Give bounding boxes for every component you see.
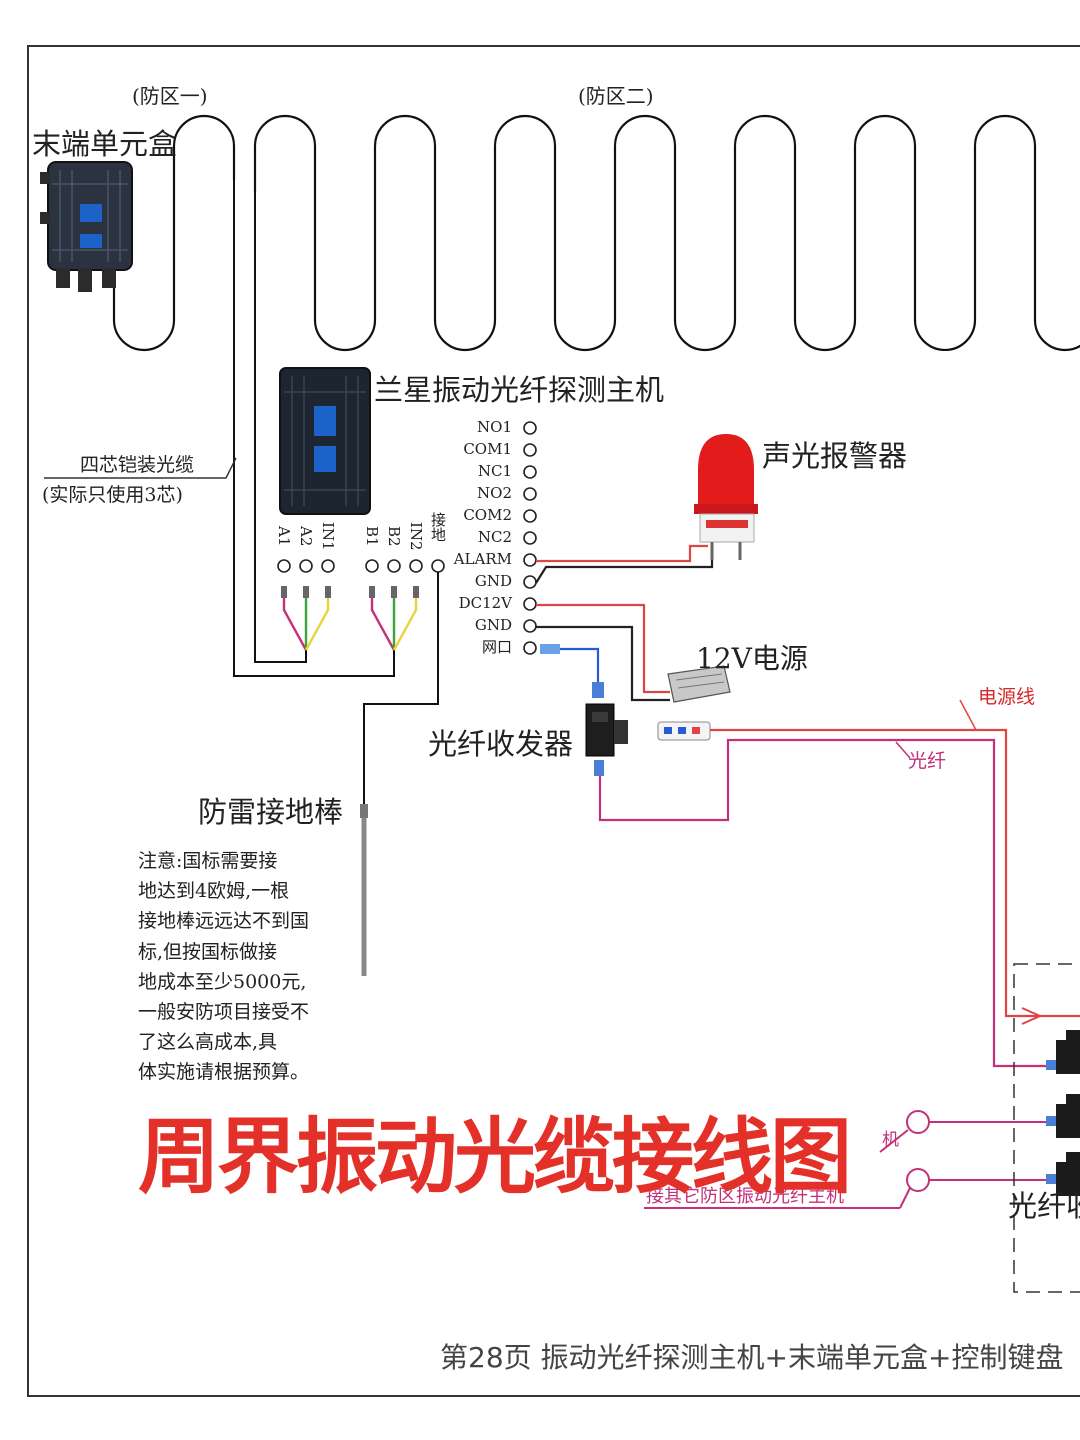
terminal-ground-label: 接地 xyxy=(429,512,447,542)
notice-line: 地成本至少5000元, xyxy=(138,970,307,993)
fiber-label-leader xyxy=(895,741,911,759)
terminal-a2-label: A2 xyxy=(297,526,315,547)
terminal-b2-label: B2 xyxy=(385,526,403,547)
notice-line: 一般安防项目接受不 xyxy=(138,1001,310,1024)
right-terminal-circle xyxy=(523,509,537,523)
host-suffix-label: 机 xyxy=(882,1130,899,1150)
rack-transceivers xyxy=(1056,1030,1080,1196)
rj45-plug-2 xyxy=(592,682,604,698)
right-terminal-label: 网口 xyxy=(481,638,512,656)
right-terminal-label: DC12V xyxy=(458,594,512,612)
lead-plugs xyxy=(281,586,419,598)
right-terminal-label: NO1 xyxy=(477,418,512,436)
right-terminal-label: NC2 xyxy=(477,528,512,546)
other-zone-label: 接其它防区振动光纤主机 xyxy=(646,1186,844,1207)
bottom-terminals xyxy=(277,559,445,573)
power-line xyxy=(710,728,1080,1018)
diagram-title: 周界振动光缆接线图 xyxy=(138,1110,852,1205)
right-terminal-label: ALARM xyxy=(453,550,512,568)
dc12v-wire xyxy=(536,603,670,694)
alarm-signal-wire xyxy=(536,544,708,563)
other-zone-links xyxy=(644,1110,1060,1209)
grounding-notice: 注意:国标需要接 地达到4欧姆,一根 接地棒远远达不到国 标,但按国标做接 地成… xyxy=(138,846,358,1088)
fiber-transceiver-image xyxy=(585,703,628,776)
right-terminal-label: COM2 xyxy=(463,506,512,524)
right-terminal-circle xyxy=(523,421,537,435)
ground-wire xyxy=(363,572,439,806)
notice-line: 接地棒远远达不到国 xyxy=(138,910,310,933)
right-terminal-circle xyxy=(523,531,537,545)
right-terminal-circle xyxy=(523,597,537,611)
notice-line: 地达到4欧姆,一根 xyxy=(138,880,290,903)
fiber-sensor-loop xyxy=(112,114,1080,352)
terminal-in2-label: IN2 xyxy=(407,522,425,551)
right-terminal-circle xyxy=(523,443,537,457)
terminal-b1-label: B1 xyxy=(363,526,381,547)
psu-gnd-wire xyxy=(536,625,670,702)
right-terminal-label: GND xyxy=(474,616,512,634)
psu-image xyxy=(667,665,731,703)
end-unit-box-image xyxy=(40,161,133,292)
right-terminal-circle xyxy=(523,641,537,655)
ground-rod-label: 防雷接地棒 xyxy=(198,795,344,829)
right-terminal-label: GND xyxy=(474,572,512,590)
notice-line: 注意:国标需要接 xyxy=(138,850,278,872)
rack-fiber-plugs xyxy=(1046,1060,1056,1184)
zone1-label: (防区一) xyxy=(132,84,208,108)
page-frame xyxy=(27,45,1080,1397)
right-terminal-circle xyxy=(523,619,537,633)
right-terminals xyxy=(523,421,537,655)
ground-rod-image xyxy=(360,804,368,976)
fiber-line xyxy=(598,738,1056,1068)
network-cable xyxy=(540,647,600,690)
right-terminal-circle xyxy=(523,575,537,589)
terminal-a1-label: A1 xyxy=(275,526,293,547)
power-strip-image xyxy=(657,721,711,741)
cable-note: (实际只使用3芯) xyxy=(42,484,183,506)
end-box-label: 末端单元盒 xyxy=(32,127,178,161)
transceiver-label: 光纤收发器 xyxy=(428,727,574,761)
host-label: 兰星振动光纤探测主机 xyxy=(374,373,665,407)
transceiver-rack xyxy=(1013,963,1080,1293)
power-label-leader xyxy=(959,699,977,731)
right-terminal-circle xyxy=(523,487,537,501)
page-footer: 第28页 振动光纤探测主机+末端单元盒+控制键盘 xyxy=(440,1341,1064,1374)
power-arrow xyxy=(1021,1007,1043,1025)
right-terminal-label: COM1 xyxy=(463,440,512,458)
alarm-label: 声光报警器 xyxy=(762,439,908,473)
power-line-label: 电源线 xyxy=(978,686,1036,708)
notice-line: 了这么高成本,具 xyxy=(138,1031,278,1054)
cable-label-leader xyxy=(44,457,237,479)
transceiver-right-label: 光纤收 xyxy=(1008,1189,1080,1223)
alarm-gnd-wire xyxy=(535,550,714,584)
rj45-plug xyxy=(540,644,560,654)
right-terminal-circle xyxy=(523,465,537,479)
notice-line: 标,但按国标做接 xyxy=(138,940,278,963)
right-terminal-circle xyxy=(523,553,537,567)
fiber-line-label: 光纤 xyxy=(908,750,947,772)
alarm-beacon-image xyxy=(694,434,758,560)
right-terminal-label: NO2 xyxy=(477,484,512,502)
cable-label: 四芯铠装光缆 xyxy=(80,454,195,476)
detector-host-image xyxy=(279,367,371,515)
notice-line: 体实施请根据预算。 xyxy=(138,1061,310,1084)
zone2-label: (防区二) xyxy=(578,84,654,108)
psu-label: 12V电源 xyxy=(696,642,808,675)
terminal-in1-label: IN1 xyxy=(319,522,337,551)
right-terminal-label: NC1 xyxy=(477,462,512,480)
